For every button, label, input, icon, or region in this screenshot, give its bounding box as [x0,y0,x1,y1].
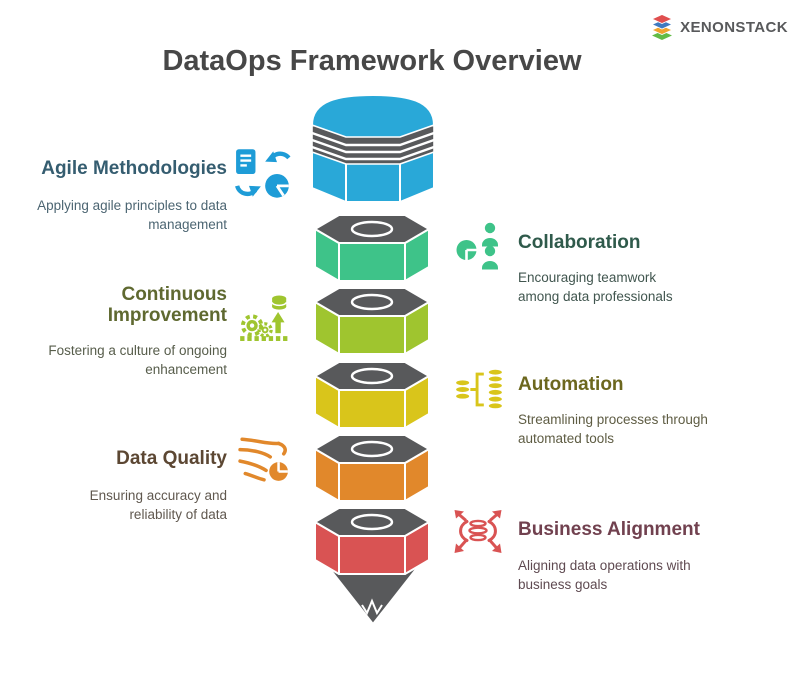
stacked-layers-icon [650,14,674,40]
data-quality-heading: Data Quality [116,448,227,469]
agile-methodologies-heading: Agile Methodologies [41,158,227,179]
page-title: DataOps Framework Overview [162,45,582,77]
data-stream-swirl-icon [238,434,290,484]
dataops-pencil-funnel [311,94,435,625]
data-quality-description: Ensuring accuracy and reliability of dat… [89,488,227,523]
funnel-segment-business-alignment [313,506,431,576]
collaboration-description: Encouraging teamwork among data professi… [518,270,673,305]
team-pie-icon [456,221,504,271]
automation-heading: Automation [518,374,624,395]
document-sync-pie-icon [235,148,291,200]
funnel-segment-automation [313,360,431,430]
business-alignment-description: Aligning data operations with business g… [518,558,691,593]
agile-methodologies-description: Applying agile principles to data manage… [37,198,227,233]
expand-arrows-data-icon [452,507,504,556]
brand-name: XENONSTACK [680,18,788,36]
funnel-segment-continuous-improvement [313,286,431,356]
gears-growth-icon [238,292,290,344]
pencil-ferrule [311,124,435,165]
business-alignment-heading: Business Alignment [518,519,700,540]
funnel-segment-agile [311,94,435,203]
continuous-improvement-heading: Continuous Improvement [107,284,227,327]
database-pipeline-icon [454,366,504,413]
automation-description: Streamlining processes through automated… [518,412,708,447]
funnel-segment-collaboration [313,213,431,283]
collaboration-heading: Collaboration [518,232,641,253]
brand-logo: XENONSTACK [650,14,788,40]
funnel-segment-data-quality [313,433,431,503]
continuous-improvement-description: Fostering a culture of ongoing enhanceme… [48,343,227,378]
